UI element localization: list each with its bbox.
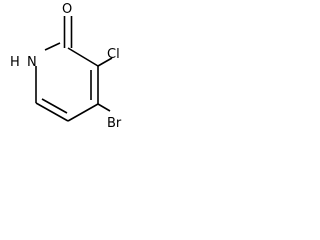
bond-c6-c5-inner: [41, 98, 68, 114]
chlorine-label: Cl: [107, 47, 120, 62]
molecule-structure: O H N Cl Br: [10, 2, 122, 131]
bond-c4-br: [97, 103, 111, 112]
bond-c6-c5: [35, 102, 69, 122]
bromine-label: Br: [107, 116, 122, 131]
oxygen-label: O: [62, 2, 72, 17]
nitrogen-hydrogen-label: H: [10, 55, 20, 70]
nitrogen-label: N: [27, 55, 37, 70]
bond-c3-cl: [97, 57, 113, 67]
bond-c2-n1: [44, 42, 61, 51]
bond-c5-c4: [67, 103, 99, 122]
bond-c3-c2: [67, 47, 99, 67]
